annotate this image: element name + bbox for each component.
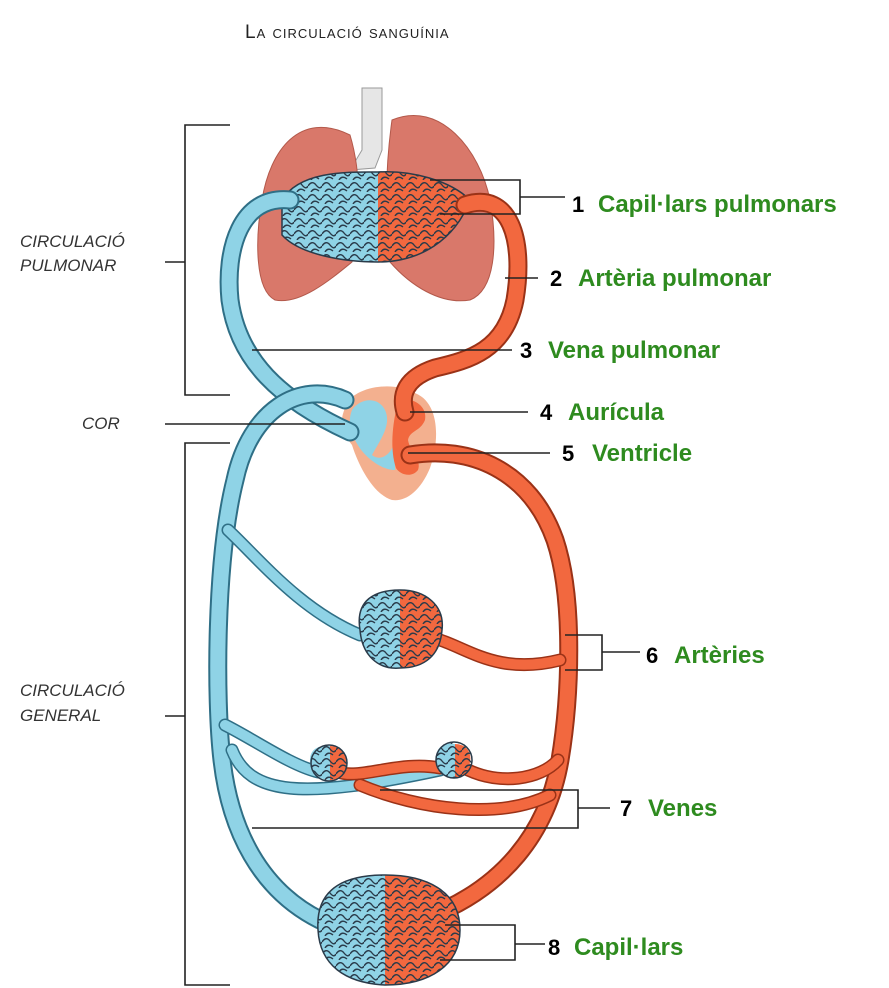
label-number: 5 xyxy=(562,441,574,466)
label-text: Aurícula xyxy=(568,399,665,426)
pulmonary-circulation-label-line2: PULMONAR xyxy=(20,256,116,275)
label-7: 7 Venes xyxy=(620,795,717,822)
label-number: 6 xyxy=(646,643,658,668)
label-5: 5 Ventricle xyxy=(562,440,692,467)
pulmonary-bracket xyxy=(165,125,230,395)
label-text: Artèria pulmonar xyxy=(578,265,771,292)
capillary-bed-small-left xyxy=(310,745,347,781)
arterial-vessels xyxy=(338,202,569,920)
label-number: 8 xyxy=(548,935,560,960)
capillary-bed-middle xyxy=(359,590,442,668)
label-text: Venes xyxy=(648,795,717,822)
label-1: 1 Capil·lars pulmonars xyxy=(572,191,837,218)
label-8: 8 Capil·lars xyxy=(548,934,683,961)
general-circulation-label-line1: CIRCULACIÓ xyxy=(20,681,125,700)
label-text: Capil·lars pulmonars xyxy=(598,191,837,218)
label-number: 2 xyxy=(550,266,562,291)
label-6: 6 Artèries xyxy=(646,642,765,669)
label-number: 4 xyxy=(540,400,553,425)
general-circulation-label-line2: GENERAL xyxy=(20,706,101,725)
label-3: 3 Vena pulmonar xyxy=(520,337,720,364)
label-number: 1 xyxy=(572,192,584,217)
label-number: 3 xyxy=(520,338,532,363)
pulmonary-circulation-label-line1: CIRCULACIÓ xyxy=(20,232,125,251)
label-text: Ventricle xyxy=(592,440,692,467)
label-2: 2 Artèria pulmonar xyxy=(550,265,771,292)
capillary-bed-bottom xyxy=(318,875,460,985)
diagram-title: La circulació sanguínia xyxy=(245,22,450,43)
venous-vessels xyxy=(218,200,440,920)
heart-label: COR xyxy=(82,414,120,433)
label-text: Artèries xyxy=(674,642,765,669)
label-text: Vena pulmonar xyxy=(548,337,720,364)
label-number: 7 xyxy=(620,796,632,821)
label-4: 4 Aurícula xyxy=(540,399,665,426)
capillary-bed-small-right xyxy=(436,742,472,778)
label-text: Capil·lars xyxy=(574,934,683,961)
heart xyxy=(342,386,436,500)
